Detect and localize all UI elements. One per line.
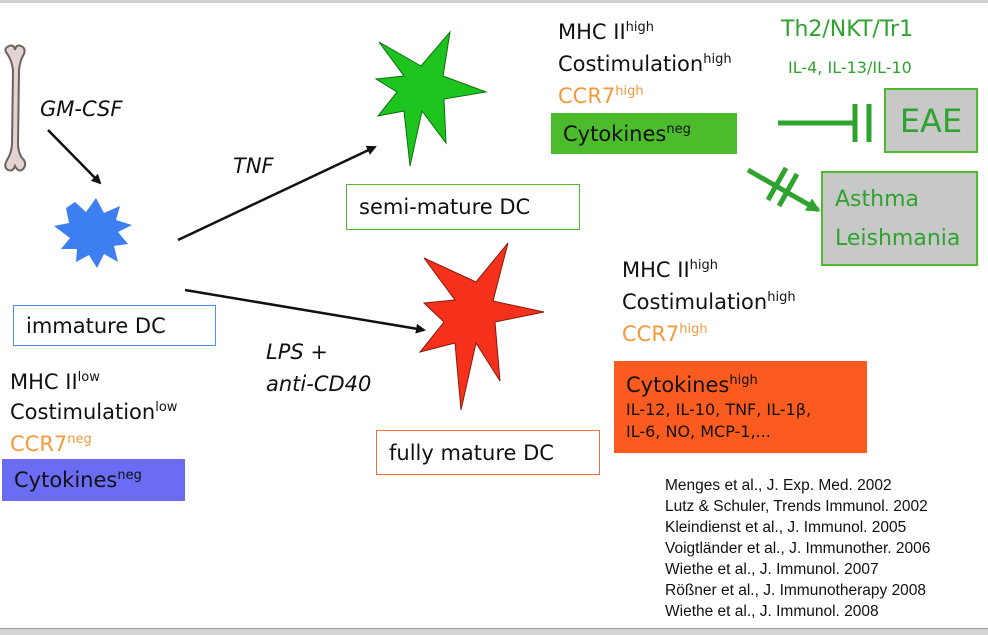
th2-nkt-tr1-label: Th2/NKT/Tr1: [781, 17, 914, 42]
reference-item: Lutz & Schuler, Trends Immunol. 2002: [665, 498, 928, 515]
mature-dc-label-box: fully mature DC: [376, 430, 600, 475]
immature-costim: Costimulationlow: [10, 400, 178, 424]
reference-item: Menges et al., J. Exp. Med. 2002: [665, 477, 892, 494]
gmcsf-arrow: [47, 129, 102, 185]
immature-mhc: MHC IIlow: [10, 370, 100, 394]
semi-mature-dc-label: semi-mature DC: [359, 195, 531, 219]
semi-costim: Costimulationhigh: [558, 52, 732, 76]
reference-item: Rößner et al., J. Immunotherapy 2008: [665, 582, 927, 599]
mature-dc-cell-icon: [418, 242, 545, 411]
eae-label: EAE: [899, 101, 963, 140]
slide-bottom-border: [0, 628, 988, 635]
mature-ccr7: CCR7high: [622, 322, 708, 346]
reference-item: Kleindienst et al., J. Immunol. 2005: [665, 519, 907, 536]
leishmania-label: Leishmania: [835, 225, 961, 251]
asthma-block-mark2: [776, 172, 800, 208]
mature-costim: Costimulationhigh: [622, 290, 796, 314]
semi-cytokines-box: Cytokinesneg: [551, 113, 737, 154]
semi-ccr7: CCR7high: [558, 84, 644, 108]
semi-mature-dc-cell-icon: [374, 30, 488, 167]
immature-cytokines-box: Cytokinesneg: [2, 459, 185, 501]
immature-cytokines: Cytokinesneg: [14, 468, 142, 492]
tnf-arrow: [177, 145, 377, 242]
slide-top-border: [0, 0, 988, 3]
mature-cytokines-box: Cytokineshigh IL-12, IL-10, TNF, IL-1β, …: [614, 361, 867, 453]
asthma-blocked-arrow: [746, 167, 821, 213]
lps-label-line1: LPS +: [266, 340, 328, 364]
mature-cytokine-list-line1: IL-12, IL-10, TNF, IL-1β,: [626, 400, 812, 419]
immature-dc-cell-icon: [54, 198, 132, 268]
immature-ccr7: CCR7neg: [10, 432, 92, 456]
eae-box: EAE: [884, 88, 978, 153]
lps-label-line2: anti-CD40: [266, 372, 372, 396]
interleukin-label: IL-4, IL-13/IL-10: [788, 58, 912, 77]
gmcsf-label: GM-CSF: [40, 97, 123, 121]
mature-mhc: MHC IIhigh: [622, 258, 718, 282]
asthma-block-mark1: [765, 166, 789, 202]
lps-arrow: [184, 288, 426, 334]
semi-mature-dc-label-box: semi-mature DC: [346, 184, 580, 230]
semi-mhc: MHC IIhigh: [558, 20, 654, 44]
asthma-label: Asthma: [835, 186, 919, 212]
immature-dc-label-box: immature DC: [13, 305, 216, 346]
bone-icon: [4, 44, 27, 172]
immature-dc-label: immature DC: [26, 313, 166, 338]
reference-item: Wiethe et al., J. Immunol. 2007: [665, 561, 879, 578]
mature-cytokines: Cytokineshigh: [626, 373, 758, 397]
semi-cytokines: Cytokinesneg: [563, 121, 691, 146]
mature-dc-label: fully mature DC: [389, 440, 554, 465]
reference-item: Voigtländer et al., J. Immunother. 2006: [665, 540, 931, 557]
reference-list: Menges et al., J. Exp. Med. 2002 Lutz & …: [665, 475, 930, 622]
mature-cytokine-list-line2: IL-6, NO, MCP-1,...: [626, 422, 771, 441]
tnf-label: TNF: [233, 154, 274, 178]
reference-item: Wiethe et al., J. Immunol. 2008: [665, 603, 879, 620]
asthma-leishmania-box: Asthma Leishmania: [821, 171, 978, 266]
